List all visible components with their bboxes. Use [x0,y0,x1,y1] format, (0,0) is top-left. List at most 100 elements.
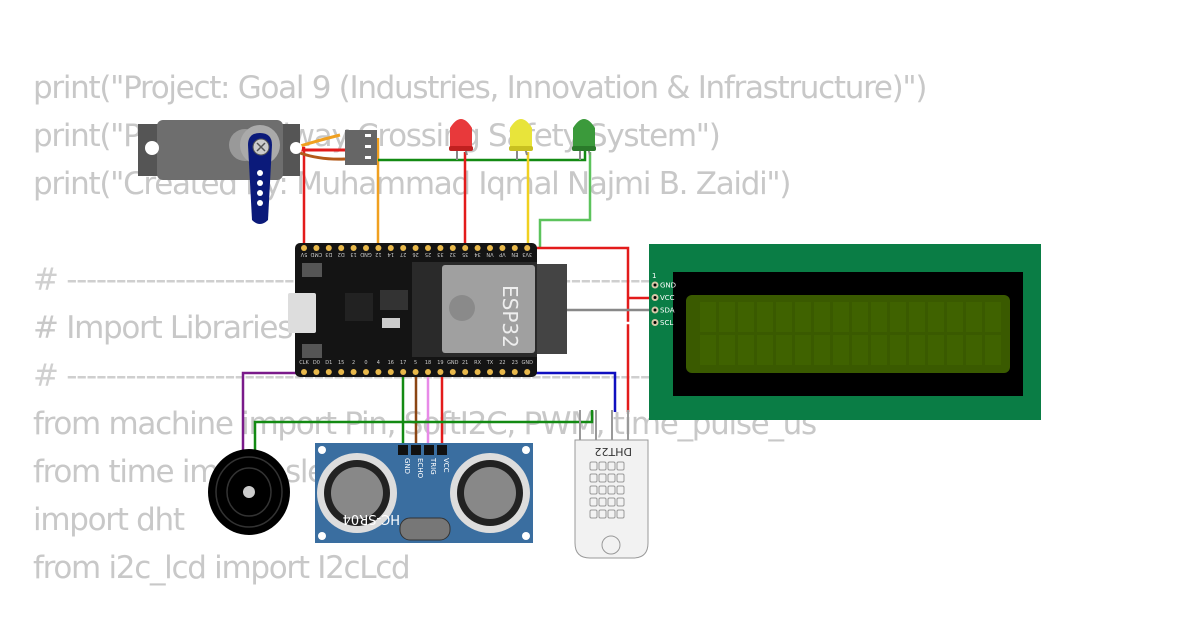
esp32-pin-label: 25 [425,251,431,257]
esp32-pin-label: D3 [325,251,332,257]
esp32-pin[interactable] [400,369,407,375]
hcsr04-pin[interactable] [398,445,408,455]
lcd-char-cell [700,302,716,332]
esp32-pin[interactable] [499,369,506,375]
esp32-pin-label: 13 [350,251,356,257]
lcd-char-cell [928,302,944,332]
esp32-pin[interactable] [363,245,369,251]
led-green[interactable] [572,119,596,160]
led-yellow[interactable] [509,119,533,160]
esp32-pin[interactable] [449,245,456,251]
buzzer[interactable] [208,449,290,535]
dht22-sensor[interactable]: DHT22 [574,410,649,559]
esp32-pin[interactable] [474,369,481,375]
hcsr04-label: HC-SR04 [343,511,400,526]
boot-button[interactable] [302,344,322,358]
lcd-pin-hole [653,296,657,299]
lcd-char-cell [814,302,830,332]
esp32-pin[interactable] [350,245,357,251]
esp32-pin[interactable] [524,369,531,375]
esp32-pin[interactable] [325,245,332,251]
lcd-pin1-label: 1 [652,272,656,280]
servo-motor[interactable] [138,120,377,224]
led-red[interactable] [449,119,473,160]
esp32-pin[interactable] [462,245,469,251]
en-button[interactable] [302,263,322,277]
esp32-pin[interactable] [487,369,493,375]
servo-connector[interactable] [345,130,377,165]
esp32-pin[interactable] [325,369,332,375]
esp32-pin[interactable] [511,369,518,375]
lcd-char-cell [909,335,925,365]
wire-lcd-vcc[interactable] [520,246,652,412]
esp32-pin[interactable] [301,245,307,251]
esp32-pin[interactable] [462,369,469,375]
wire-servo-signal[interactable] [299,133,341,148]
esp32-pin[interactable] [387,369,394,375]
lcd-char-cell [719,302,735,332]
esp32-pin[interactable] [412,245,419,251]
esp32-pin-label: 22 [499,360,505,366]
dht-grill-slot [598,485,607,495]
wire-blue[interactable] [330,371,617,412]
esp32-pin-label: 4 [377,360,380,366]
lcd-pin-label: GND [660,282,676,290]
esp32-pin[interactable] [449,369,456,375]
esp32-pin[interactable] [350,369,357,375]
esp32-pin[interactable] [313,369,320,375]
esp32-pin[interactable] [301,369,307,375]
wire-servo-red[interactable] [302,146,306,248]
esp32-pin-label: GND [360,251,372,257]
hcsr04-pin[interactable] [424,445,434,455]
esp32-pin[interactable] [511,245,518,251]
esp32-pin[interactable] [412,369,419,375]
hcsr04-pin[interactable] [437,445,447,455]
esp32-pin[interactable] [524,245,531,251]
esp32-pin[interactable] [387,245,394,251]
wire-led-green[interactable] [538,152,592,248]
esp32-pin[interactable] [425,369,431,375]
esp32-pin-label: D1 [325,360,332,366]
esp32-pin[interactable] [437,245,444,251]
esp32-pin[interactable] [437,369,444,375]
wire-led-gnd[interactable] [378,150,587,162]
esp32-pin-label: 34 [474,251,480,257]
esp32-pin[interactable] [474,245,481,251]
esp32-pin[interactable] [400,245,407,251]
esp32-pin-label: EN [511,251,518,257]
dht-grill-slot [616,485,625,495]
esp32-pin-label: GND [521,360,533,366]
lcd-char-cell [757,335,773,365]
esp32-pin[interactable] [338,369,345,375]
wire-servo-gnd[interactable] [299,151,346,161]
wire-buzzer-purple[interactable] [241,371,300,450]
lcd-pin-label: VCC [660,294,675,302]
esp32-pin[interactable] [338,245,345,251]
lcd-char-cell [776,302,792,332]
lcd-char-cell [738,302,754,332]
lcd-char-cell [871,335,887,365]
esp32-pin[interactable] [375,245,382,251]
esp32-pin[interactable] [375,369,382,375]
esp32-pin[interactable] [487,245,493,251]
espressif-logo-icon [449,295,475,321]
dht-grill-slot [607,485,616,495]
esp32-pin[interactable] [499,245,506,251]
esp32-pin-label: VP [499,251,505,257]
hcsr04-pin[interactable] [411,445,421,455]
esp32-pin-label: RX [474,360,481,366]
lcd-char-cell [814,335,830,365]
wire-gnd-green[interactable] [253,410,594,452]
dht-grill-slot [607,461,616,471]
usb-port[interactable] [288,293,316,333]
esp32-pin[interactable] [313,245,320,251]
dht-grill-slot [616,461,625,471]
lcd-char-cell [890,302,906,332]
esp32-pin[interactable] [425,245,431,251]
dht-grill-slot [589,497,598,507]
esp32-pin[interactable] [363,369,369,375]
lcd-char-cell [871,302,887,332]
